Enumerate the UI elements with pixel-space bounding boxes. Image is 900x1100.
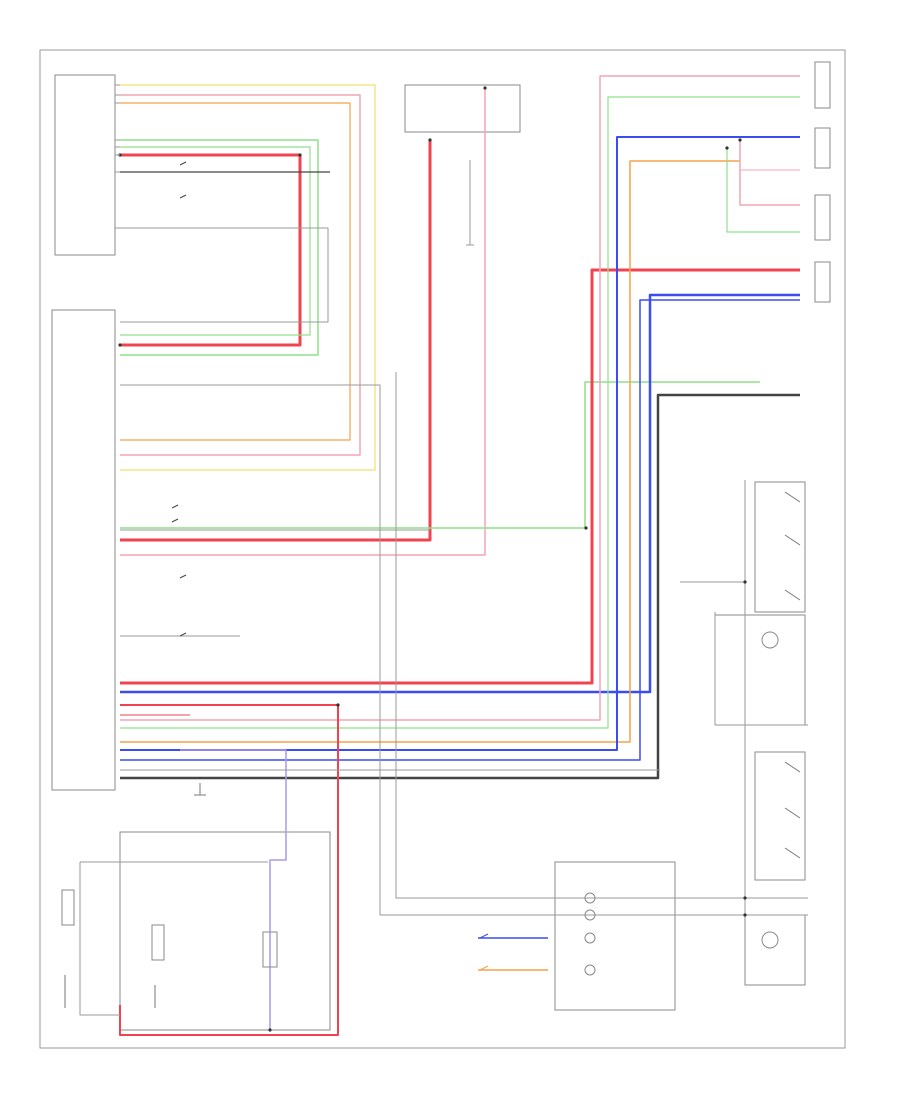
- wire-w12: [120, 268, 800, 685]
- component-sw1: [754, 481, 806, 613]
- wire-w20: [119, 704, 339, 1036]
- junction-dot-2: [298, 153, 302, 157]
- junction-dot-6: [725, 146, 729, 150]
- component-clk1: [714, 614, 806, 726]
- wire-w27: [395, 372, 808, 899]
- component-sw2: [754, 751, 806, 881]
- wire-w15: [120, 96, 800, 729]
- component-conn1: [814, 61, 831, 109]
- component-fuse: [404, 84, 521, 133]
- wire-w02: [120, 94, 361, 456]
- switch-contacts: [784, 491, 801, 859]
- wire-w38: [714, 612, 808, 726]
- component-ecu2: [51, 309, 116, 791]
- junction-dot-1: [118, 343, 122, 347]
- components-layer: [51, 61, 831, 1031]
- junction-dot-4: [483, 86, 487, 90]
- component-conn3: [814, 194, 831, 241]
- wire-w09: [120, 140, 432, 542]
- junction-dot-11: [743, 896, 747, 900]
- ground-symbols: [194, 160, 474, 796]
- wires-layer: [79, 75, 808, 1036]
- junction-dot-7: [584, 526, 588, 530]
- arrow-marks: [171, 161, 489, 971]
- wire-w01: [120, 153, 302, 347]
- wire-w16: [120, 160, 740, 743]
- component-mod: [554, 861, 676, 1011]
- junction-dot-5: [738, 138, 742, 142]
- wire-w14: [120, 75, 800, 721]
- wire-w13: [120, 293, 800, 694]
- sensor-elements: [61, 889, 278, 1008]
- wire-w23: [739, 140, 800, 206]
- wire-w34: [79, 862, 120, 1016]
- wire-w24: [726, 148, 800, 233]
- wire-w19: [120, 393, 800, 780]
- component-clk2: [744, 914, 806, 986]
- wire-w08: [120, 227, 329, 323]
- connector-pins: [115, 84, 120, 229]
- junction-dot-10: [743, 580, 747, 584]
- wire-w04: [120, 102, 351, 441]
- wire-w11: [120, 381, 760, 529]
- junction-dot-9: [268, 1028, 272, 1032]
- junction-dot-12: [743, 913, 747, 917]
- wire-w21: [180, 749, 287, 1030]
- wire-w30: [120, 384, 381, 395]
- diagram-border: [39, 49, 846, 1049]
- component-ecu: [54, 74, 116, 256]
- component-conn4: [814, 261, 831, 303]
- component-sens: [119, 831, 331, 1031]
- junction-dot-8: [336, 703, 340, 707]
- wire-w17: [120, 136, 800, 751]
- wire-w05: [120, 139, 319, 356]
- wire-w03: [120, 84, 376, 471]
- component-conn2: [814, 127, 831, 169]
- junctions-layer: [118, 86, 747, 1032]
- clock-springs: [584, 631, 779, 976]
- junction-dot-3: [428, 138, 432, 142]
- wire-w06: [120, 146, 311, 336]
- wire-w26: [379, 395, 808, 916]
- wire-w10: [120, 88, 486, 556]
